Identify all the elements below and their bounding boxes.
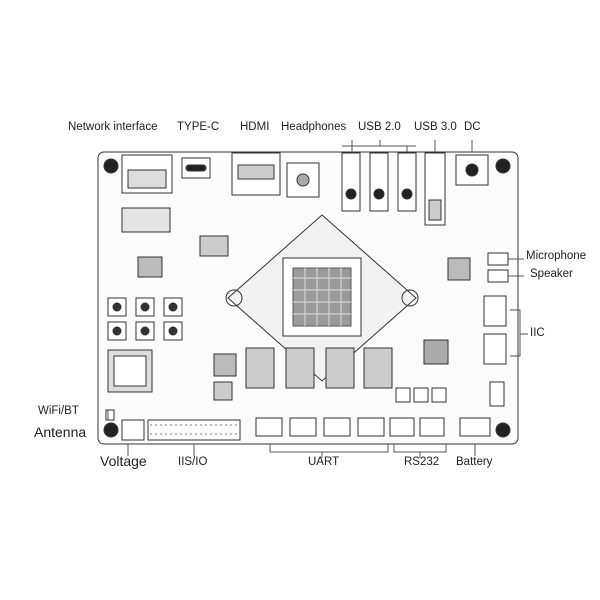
label-dc: DC — [464, 121, 481, 133]
label-antenna: Antenna — [34, 424, 87, 440]
label-iic: IIC — [530, 327, 545, 339]
label-network-interface: Network interface — [68, 121, 158, 133]
usb2-port-1 — [341, 152, 361, 212]
label-hdmi: HDMI — [240, 121, 270, 133]
leader-lines — [107, 140, 528, 458]
chip-f — [447, 257, 471, 281]
button-grid — [107, 297, 183, 341]
chip-a — [121, 207, 171, 233]
usb2-port-3 — [397, 152, 417, 212]
label-usb3: USB 3.0 — [414, 121, 457, 133]
mount-hole-tr — [495, 158, 511, 174]
rs232-caps — [395, 387, 447, 403]
uart-header-4 — [357, 417, 385, 437]
battery-connector — [489, 381, 505, 407]
ram-chip-2 — [285, 347, 315, 389]
antenna-connector — [105, 409, 115, 421]
chip-b — [199, 235, 229, 257]
voltage-jumper — [121, 419, 145, 441]
uart-header-1 — [255, 417, 283, 437]
mic-connector — [487, 252, 509, 266]
mount-hole-bl — [103, 422, 119, 438]
label-battery: Battery — [456, 456, 493, 468]
ram-chip-3 — [325, 347, 355, 389]
rs232-header-1 — [389, 417, 415, 437]
label-wifi-bt: WiFi/BT — [38, 405, 79, 417]
soc-diamond — [225, 214, 419, 382]
mount-hole-tl — [103, 158, 119, 174]
label-rs232: RS232 — [404, 456, 440, 468]
label-speaker: Speaker — [530, 268, 573, 280]
uart-header-3 — [323, 417, 351, 437]
usb2-port-2 — [369, 152, 389, 212]
iic-connector-1 — [483, 295, 507, 327]
chip-g — [423, 339, 449, 365]
chip-d — [213, 353, 237, 377]
rs232-header-2 — [419, 417, 445, 437]
label-headphones: Headphones — [281, 121, 347, 133]
chip-e — [213, 381, 233, 401]
iic-connector-2 — [483, 333, 507, 365]
ram-chip-4 — [363, 347, 393, 389]
mount-hole-br — [495, 422, 511, 438]
speaker-connector — [487, 269, 509, 283]
uart-header-2 — [289, 417, 317, 437]
label-microphone: Microphone — [526, 250, 587, 262]
label-uart: UART — [308, 456, 340, 468]
iis-io-header — [147, 419, 241, 441]
label-type-c: TYPE-C — [177, 121, 220, 133]
label-voltage: Voltage — [100, 453, 147, 469]
label-usb2: USB 2.0 — [358, 121, 401, 133]
battery-header — [459, 417, 491, 437]
label-iis-io: IIS/IO — [178, 456, 208, 468]
ram-chip-1 — [245, 347, 275, 389]
chip-c — [137, 256, 163, 278]
